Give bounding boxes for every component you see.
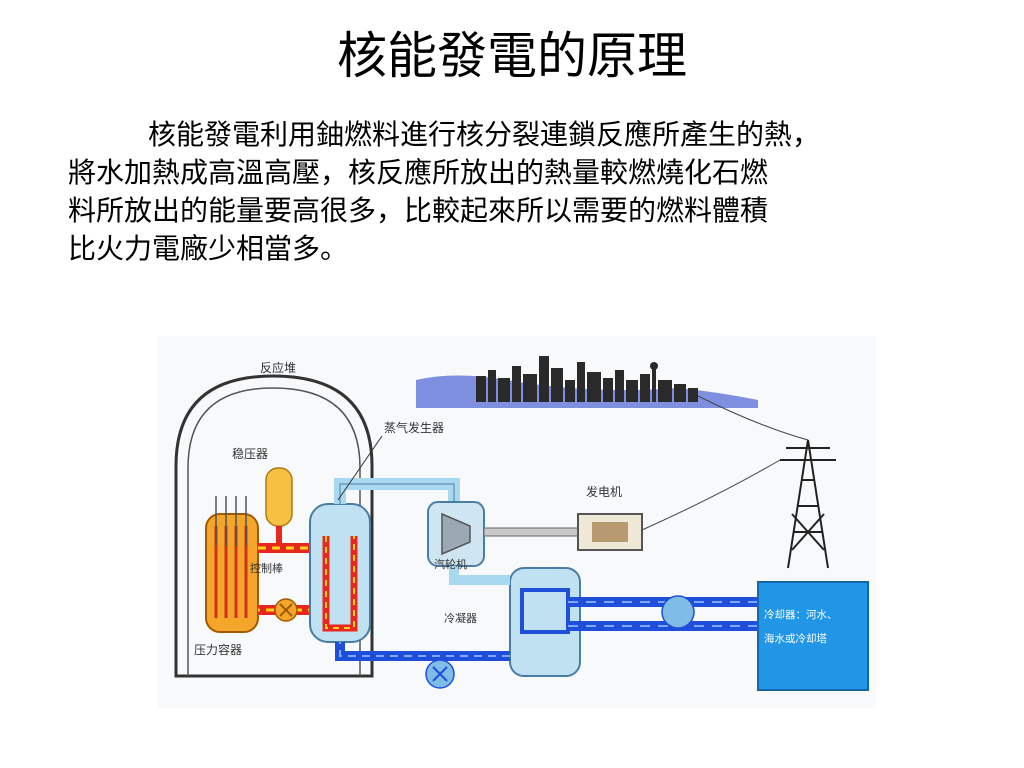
body-line-2: 將水加熱成高溫高壓，核反應所放出的熱量較燃燒化石燃 — [68, 156, 769, 189]
containment-building — [174, 374, 374, 678]
page-title: 核能發電的原理 — [337, 27, 687, 85]
nuclear-plant-diagram: 反应堆 蒸气发生器 稳压器 发电机 控制棒 汽轮机 冷凝器 压力容器 冷却器：河… — [158, 336, 876, 708]
label-reactor: 反应堆 — [260, 360, 296, 375]
label-generator: 发电机 — [586, 484, 622, 499]
label-condenser: 冷凝器 — [444, 611, 477, 625]
body-line-3: 料所放出的能量要高很多，比較起來所以需要的燃料體積 — [68, 194, 769, 227]
label-cooling-line2: 海水或冷却塔 — [764, 632, 827, 645]
body-line-4: 比火力電廠少相當多。 — [68, 232, 349, 265]
control-rods — [215, 496, 247, 546]
body-line-1: 核能發電利用鈾燃料進行核分裂連鎖反應所產生的熱， — [148, 118, 821, 151]
body-text: 核能發電利用鈾燃料進行核分裂連鎖反應所產生的熱， 將水加熱成高溫高壓，核反應所放… — [68, 116, 968, 268]
label-control-rods: 控制棒 — [250, 561, 283, 575]
steam-generator — [309, 503, 371, 643]
pressurizer — [265, 467, 293, 527]
label-turbine: 汽轮机 — [434, 557, 467, 571]
cooling-pump — [661, 595, 695, 629]
label-cooling-line1: 冷却器：河水、 — [764, 608, 838, 621]
label-steam-generator: 蒸气发生器 — [384, 420, 444, 435]
city-skyline — [416, 356, 758, 408]
label-pressure-vessel: 压力容器 — [194, 642, 242, 657]
label-pressurizer: 稳压器 — [232, 446, 268, 461]
cooling-source-box — [757, 581, 869, 691]
